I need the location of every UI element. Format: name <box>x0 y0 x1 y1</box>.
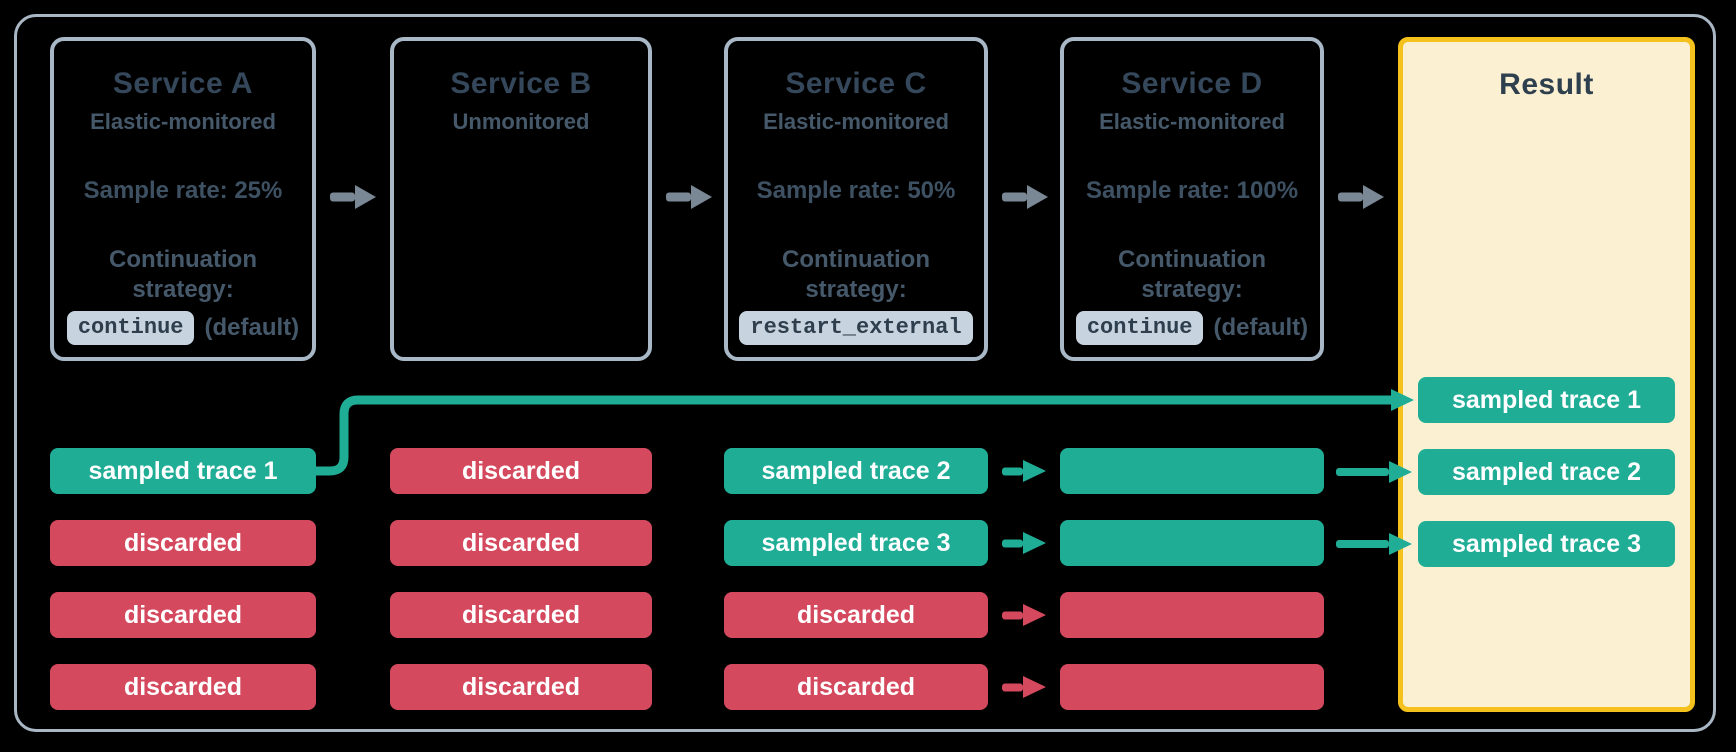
service-a-title: Service A <box>112 67 254 100</box>
trace-chip: discarded <box>50 592 316 638</box>
result-title: Result <box>1499 68 1594 101</box>
service-d-strategy-suffix: (default) <box>1213 314 1309 341</box>
trace-chip: sampled trace 3 <box>724 520 988 566</box>
result-trace-chip: sampled trace 1 <box>1418 377 1675 423</box>
trace-chip: discarded <box>390 592 652 638</box>
service-c-monitoring: Elastic-monitored <box>763 109 949 134</box>
trace-chip: discarded <box>724 664 988 710</box>
service-a-monitoring: Elastic-monitored <box>90 109 276 134</box>
trace-chip <box>1060 592 1324 638</box>
trace-chip <box>1060 664 1324 710</box>
diagram-outer-frame <box>14 14 1716 732</box>
trace-chip: discarded <box>390 448 652 494</box>
trace-chip <box>1060 448 1324 494</box>
trace-chip <box>1060 520 1324 566</box>
result-trace-chip: sampled trace 3 <box>1418 521 1675 567</box>
service-d-sample-rate: Sample rate: 100% <box>1085 177 1299 204</box>
service-b-monitoring: Unmonitored <box>452 109 590 134</box>
service-d-monitoring: Elastic-monitored <box>1099 109 1285 134</box>
trace-chip: discarded <box>50 520 316 566</box>
service-a-box: Service A Elastic-monitored Sample rate:… <box>50 37 316 361</box>
service-c-title: Service C <box>785 67 927 100</box>
trace-chip: sampled trace 2 <box>724 448 988 494</box>
service-a-strategy-suffix: (default) <box>204 314 300 341</box>
service-c-strategy-code: restart_external <box>739 311 973 345</box>
service-d-strategy-code: continue <box>1075 311 1204 345</box>
service-c-sample-rate: Sample rate: 50% <box>756 177 956 204</box>
trace-chip: discarded <box>390 664 652 710</box>
service-a-strategy-row: continue (default) <box>66 311 300 345</box>
service-d-strategy-row: continue (default) <box>1075 311 1309 345</box>
service-b-box: Service B Unmonitored <box>390 37 652 361</box>
service-b-title: Service B <box>450 67 592 100</box>
trace-chip: discarded <box>724 592 988 638</box>
result-trace-chip: sampled trace 2 <box>1418 449 1675 495</box>
service-a-sample-rate: Sample rate: 25% <box>83 177 283 204</box>
service-d-continuation-label: Continuation strategy: <box>1118 246 1266 303</box>
service-a-continuation-label: Continuation strategy: <box>109 246 257 303</box>
service-c-box: Service C Elastic-monitored Sample rate:… <box>724 37 988 361</box>
trace-chip: discarded <box>390 520 652 566</box>
service-d-title: Service D <box>1121 67 1263 100</box>
service-a-strategy-code: continue <box>66 311 195 345</box>
result-box: Result <box>1398 37 1695 712</box>
trace-chip: discarded <box>50 664 316 710</box>
service-d-box: Service D Elastic-monitored Sample rate:… <box>1060 37 1324 361</box>
service-c-continuation-label: Continuation strategy: <box>782 246 930 303</box>
trace-chip: sampled trace 1 <box>50 448 316 494</box>
service-c-strategy-row: restart_external <box>739 311 973 345</box>
